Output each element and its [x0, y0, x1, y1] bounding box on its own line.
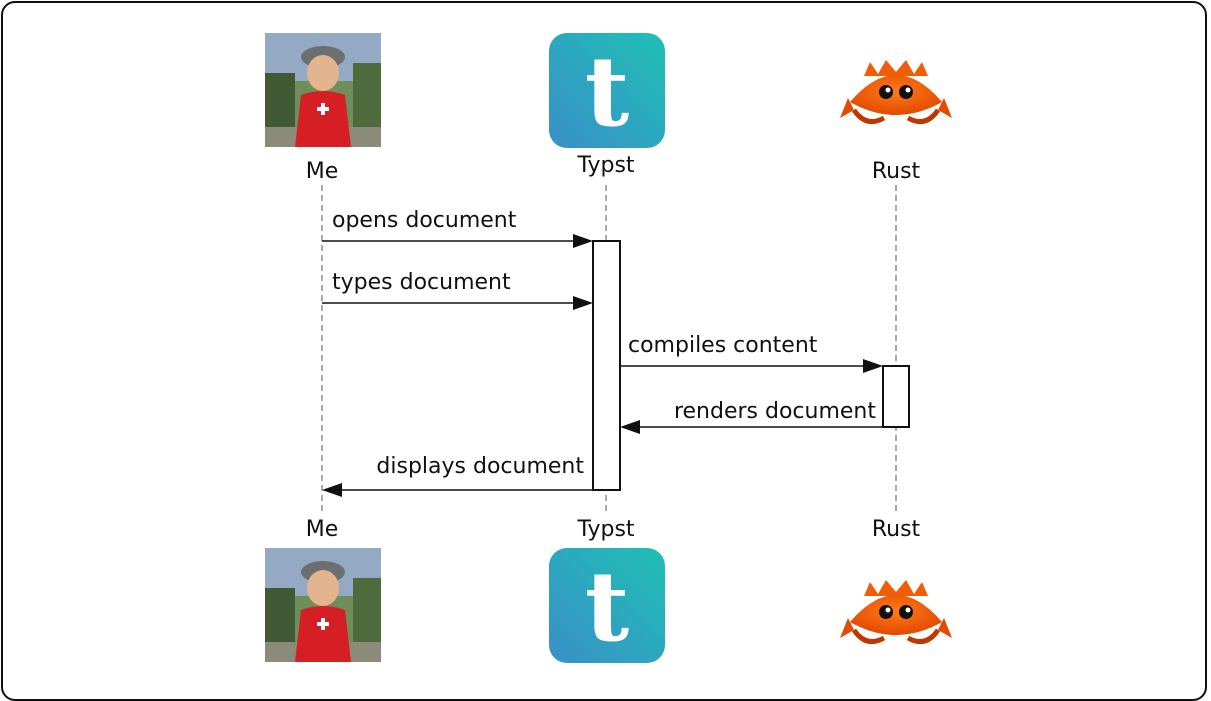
participant-label-me-bottom: Me: [306, 517, 339, 542]
child-photo-icon: [265, 548, 381, 662]
child-photo-icon: [265, 33, 381, 147]
message-label-opens: opens document: [332, 208, 517, 233]
typst-logo-letter: t: [585, 35, 629, 148]
arrowhead-compiles: [863, 359, 883, 373]
arrowhead-renders: [620, 420, 640, 434]
arrowhead-displays: [322, 483, 342, 497]
message-label-compiles: compiles content: [628, 333, 818, 358]
message-label-displays: displays document: [376, 454, 584, 479]
ferris-crab-icon: [840, 60, 952, 125]
participant-label-me-top: Me: [306, 159, 339, 184]
typst-logo-letter: t: [585, 550, 629, 663]
message-label-renders: renders document: [674, 399, 876, 424]
typst-logo-icon: t: [549, 548, 665, 663]
sequence-diagram: t Me Typst Rust opens document types doc…: [265, 33, 952, 663]
activation-typst: [592, 240, 621, 491]
participant-label-typst-bottom: Typst: [576, 517, 634, 542]
typst-logo-icon: t: [549, 33, 665, 148]
participant-label-typst-top: Typst: [576, 153, 634, 178]
activation-rust: [882, 365, 910, 428]
ferris-crab-icon: [840, 580, 952, 645]
participant-label-rust-bottom: Rust: [872, 517, 921, 542]
message-label-types: types document: [332, 270, 511, 295]
arrowhead-opens: [573, 234, 593, 248]
participant-label-rust-top: Rust: [872, 159, 921, 184]
arrowhead-types: [573, 296, 593, 310]
